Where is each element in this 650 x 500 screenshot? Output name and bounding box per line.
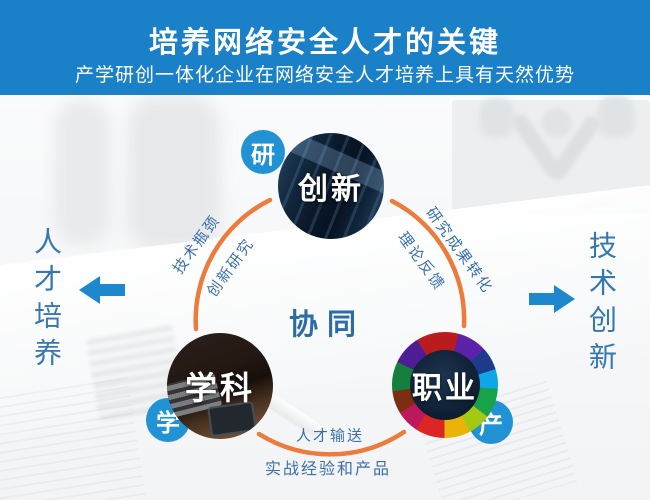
discipline-photo-circle: 学科 [167,333,273,439]
edge-label-talent-delivery: 人才输送 [295,427,365,445]
badge-research-label: 研 [251,141,275,169]
arrow-right-icon [529,285,575,313]
innovation-photo-circle: 创新 [278,133,384,239]
page-subtitle: 产学研创一体化企业在网络安全人才培养上具有天然优势 [74,65,575,86]
header-banner: 培养网络安全人才的关键 产学研创一体化企业在网络安全人才培养上具有天然优势 [0,0,650,95]
badge-research: 研 [241,130,285,174]
node-discipline-label: 学科 [184,370,255,406]
center-label-collaboration: 协同 [288,309,366,341]
page-title: 培养网络安全人才的关键 [148,27,501,59]
node-innovation-label: 创新 [298,173,364,206]
node-career-label: 职业 [412,372,478,405]
side-label-talent-cultivation: 人才培养 [31,227,62,375]
arrow-left-icon [79,276,125,304]
side-label-tech-innovation: 技术创新 [586,231,617,379]
career-photo-circle: 职业 [392,332,498,438]
edge-label-practical-experience: 实战经验和产品 [264,461,392,478]
